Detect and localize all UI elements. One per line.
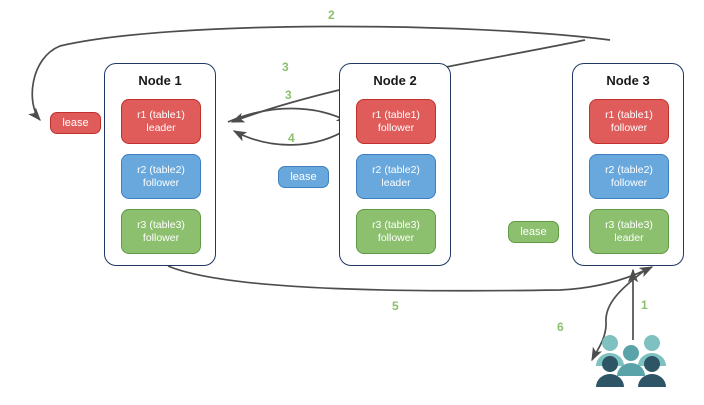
users-group-icon [596,335,666,387]
step-label-3-lower: 3 [285,88,292,102]
node-box-node1[interactable]: Node 1 r1 (table1) leader r2 (table2) fo… [104,63,216,266]
replica-node3-r2[interactable]: r2 (table2) follower [589,154,669,199]
replica-node2-r1[interactable]: r1 (table1) follower [356,99,436,144]
replica-name: r1 (table1) [605,108,653,121]
replica-name: r3 (table3) [372,218,420,231]
step-label-6: 6 [557,320,564,334]
replica-name: r1 (table1) [372,108,420,121]
replica-role: follower [610,121,648,134]
lease-badge-r1[interactable]: lease [50,112,101,134]
replica-node1-r2[interactable]: r2 (table2) follower [121,154,201,199]
node-box-node2[interactable]: Node 2 r1 (table1) follower r2 (table2) … [339,63,451,266]
step-label-1: 1 [641,298,648,312]
replica-node1-r1[interactable]: r1 (table1) leader [121,99,201,144]
replica-role: follower [142,176,180,189]
step-label-3-upper: 3 [282,60,289,74]
arrow-step-5 [167,265,654,292]
replica-name: r2 (table2) [605,163,653,176]
replica-role: follower [377,121,415,134]
replica-name: r1 (table1) [137,108,185,121]
node-box-node3[interactable]: Node 3 r1 (table1) follower r2 (table2) … [572,63,684,266]
node-title: Node 3 [606,73,650,88]
replica-node2-r3[interactable]: r3 (table3) follower [356,209,436,254]
replica-role: follower [142,231,180,244]
node-title: Node 2 [373,73,417,88]
step-label-2: 2 [328,8,335,22]
replica-name: r2 (table2) [137,163,185,176]
step-label-5: 5 [392,299,399,313]
replica-name: r2 (table2) [372,163,420,176]
lease-badge-r3[interactable]: lease [508,221,559,243]
replica-node3-r1[interactable]: r1 (table1) follower [589,99,669,144]
replica-node2-r2[interactable]: r2 (table2) leader [356,154,436,199]
replica-role: leader [381,176,411,189]
clients-group[interactable] [593,333,669,388]
step-label-4: 4 [288,131,295,145]
replica-role: follower [377,231,415,244]
replica-role: leader [614,231,644,244]
lease-badge-r2[interactable]: lease [278,166,329,188]
replica-name: r3 (table3) [605,218,653,231]
replica-name: r3 (table3) [137,218,185,231]
replica-role: follower [610,176,648,189]
replica-node1-r3[interactable]: r3 (table3) follower [121,209,201,254]
node-title: Node 1 [138,73,182,88]
replica-role: leader [146,121,176,134]
replica-node3-r3[interactable]: r3 (table3) leader [589,209,669,254]
arrow-step-3-lower [227,107,351,123]
